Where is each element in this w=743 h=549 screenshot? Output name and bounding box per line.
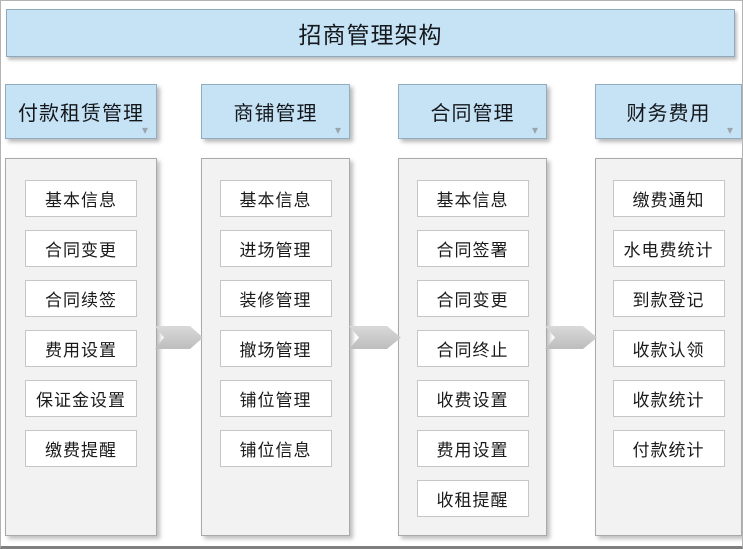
- column-panel: 缴费通知水电费统计到款登记收款认领收款统计付款统计: [595, 158, 742, 536]
- item-box: 收租提醒: [416, 480, 529, 517]
- item-box: 到款登记: [612, 280, 725, 317]
- triangle-down-icon: ▾: [726, 123, 734, 137]
- page-title: 招商管理架构: [6, 9, 735, 57]
- flow-arrow-right-icon: [349, 326, 401, 349]
- item-box: 付款统计: [612, 430, 725, 467]
- column-header-label: 合同管理: [430, 103, 515, 125]
- item-box: 水电费统计: [612, 230, 725, 267]
- column-panel: 基本信息合同变更合同续签费用设置保证金设置缴费提醒: [5, 158, 157, 536]
- item-box: 缴费通知: [612, 180, 725, 217]
- column-panel: 基本信息合同签署合同变更合同终止收费设置费用设置收租提醒: [398, 158, 547, 536]
- column-header-label: 付款租赁管理: [18, 103, 144, 125]
- item-box: 保证金设置: [25, 380, 137, 417]
- column-header: 财务费用 ▾: [595, 84, 742, 139]
- column-2: 合同管理 ▾ 基本信息合同签署合同变更合同终止收费设置费用设置收租提醒: [398, 84, 547, 536]
- column-header: 合同管理 ▾: [398, 84, 547, 139]
- item-box: 基本信息: [219, 180, 332, 217]
- item-box: 费用设置: [25, 330, 137, 367]
- item-box: 撤场管理: [219, 330, 332, 367]
- column-header-label: 财务费用: [626, 103, 711, 125]
- column-header-label: 商铺管理: [233, 103, 318, 125]
- column-1: 商铺管理 ▾ 基本信息进场管理装修管理撤场管理铺位管理铺位信息: [201, 84, 350, 536]
- item-box: 缴费提醒: [25, 430, 137, 467]
- triangle-down-icon: ▾: [531, 123, 539, 137]
- item-box: 基本信息: [25, 180, 137, 217]
- item-box: 装修管理: [219, 280, 332, 317]
- item-box: 收费设置: [416, 380, 529, 417]
- flow-arrow-right-icon: [155, 326, 203, 349]
- item-box: 基本信息: [416, 180, 529, 217]
- column-header: 商铺管理 ▾: [201, 84, 350, 139]
- flow-arrow-right-icon: [545, 326, 597, 349]
- item-box: 合同续签: [25, 280, 137, 317]
- item-box: 合同变更: [25, 230, 137, 267]
- item-box: 收款统计: [612, 380, 725, 417]
- triangle-down-icon: ▾: [141, 123, 149, 137]
- item-box: 铺位信息: [219, 430, 332, 467]
- item-box: 收款认领: [612, 330, 725, 367]
- item-box: 进场管理: [219, 230, 332, 267]
- item-box: 费用设置: [416, 430, 529, 467]
- item-box: 合同终止: [416, 330, 529, 367]
- triangle-down-icon: ▾: [334, 123, 342, 137]
- column-panel: 基本信息进场管理装修管理撤场管理铺位管理铺位信息: [201, 158, 350, 536]
- item-box: 合同变更: [416, 280, 529, 317]
- column-3: 财务费用 ▾ 缴费通知水电费统计到款登记收款认领收款统计付款统计: [595, 84, 742, 536]
- column-header: 付款租赁管理 ▾: [5, 84, 157, 139]
- column-0: 付款租赁管理 ▾ 基本信息合同变更合同续签费用设置保证金设置缴费提醒: [5, 84, 157, 536]
- item-box: 合同签署: [416, 230, 529, 267]
- item-box: 铺位管理: [219, 380, 332, 417]
